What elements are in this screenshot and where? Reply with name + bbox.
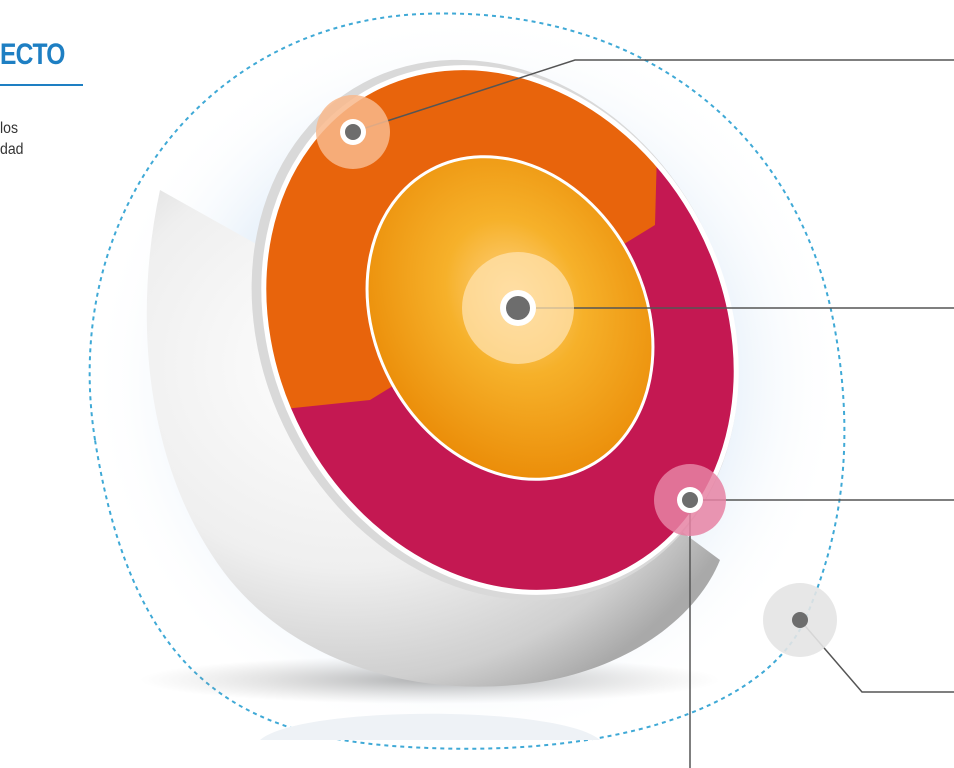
hotspot-orange-ring[interactable]: [316, 95, 390, 169]
hotspot-crimson-ring[interactable]: [654, 464, 726, 536]
hotspot-base[interactable]: [763, 583, 837, 657]
hotspot-core[interactable]: [462, 252, 574, 364]
